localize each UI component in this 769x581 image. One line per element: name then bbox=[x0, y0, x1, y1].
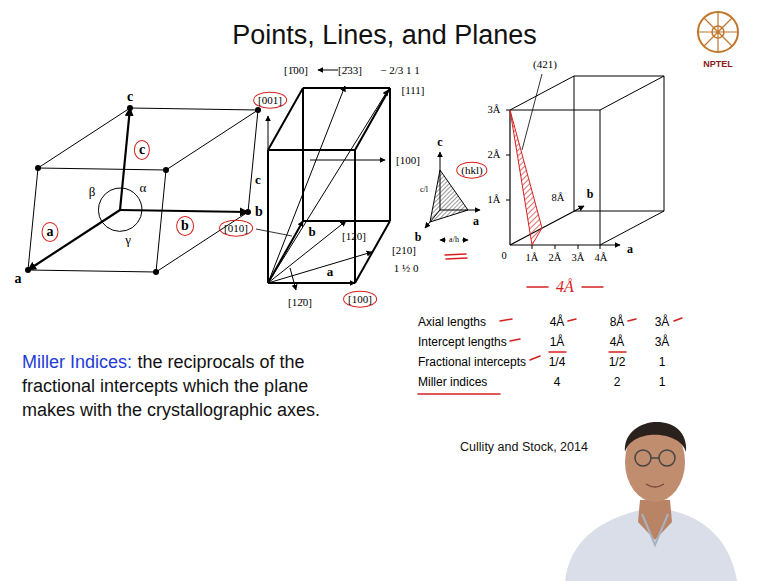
citation: Cullity and Stock, 2014 bbox=[460, 440, 588, 454]
axis-tick-label: 3Å bbox=[488, 104, 501, 116]
unit-cell-figure bbox=[25, 105, 261, 275]
axis-tick-label: 0 bbox=[501, 250, 506, 262]
angle-label: β bbox=[89, 185, 96, 200]
axis-tick-label: 1Å bbox=[526, 252, 539, 264]
direction-index: [100] bbox=[343, 291, 377, 308]
axis-label: c bbox=[255, 173, 261, 188]
table-cell: 3Å bbox=[655, 336, 670, 350]
axis-tick-label: 4Å bbox=[595, 252, 608, 264]
direction-index: [100] bbox=[396, 154, 420, 167]
axis-tick-label: 2Å bbox=[549, 252, 562, 264]
axis-tick-label: 3Å bbox=[572, 252, 585, 264]
table-cell: 1Å bbox=[550, 336, 565, 350]
direction-index: [210] bbox=[392, 244, 416, 257]
table-cell: 3Å bbox=[655, 316, 670, 330]
axis-label: a bbox=[327, 265, 334, 280]
slide-title: Points, Lines, and Planes bbox=[0, 20, 769, 51]
point-coordinates: 1 ½ 0 bbox=[394, 262, 419, 275]
axis-tick-label: 2Å bbox=[488, 149, 501, 161]
angle-label: γ bbox=[125, 233, 131, 248]
axis-label: b bbox=[587, 188, 594, 202]
axis-label: b bbox=[415, 231, 422, 245]
table-row-header: Fractional intercepts bbox=[418, 356, 526, 370]
handwritten-note: 4Å bbox=[556, 278, 574, 296]
angle-label: α bbox=[140, 181, 147, 196]
table-cell: 2 bbox=[614, 376, 621, 390]
table-row-header: Intercept lengths bbox=[418, 336, 507, 350]
axis-tick-label: 8Å bbox=[552, 192, 565, 204]
direction-index: [001] bbox=[253, 92, 287, 109]
direction-index: [111] bbox=[401, 84, 424, 97]
direction-index: [010] bbox=[219, 220, 253, 237]
table-cell: 1 bbox=[659, 376, 666, 390]
table-cell: 4Å bbox=[550, 316, 565, 330]
plane-index: (421) bbox=[533, 58, 557, 71]
table-row-header: Axial lengths bbox=[418, 316, 486, 330]
nptel-logo bbox=[698, 12, 738, 52]
table-cell: 4Å bbox=[610, 336, 625, 350]
point-coordinates: − 2/3 1 1 bbox=[380, 64, 420, 77]
table-row-header: Miller indices bbox=[418, 376, 487, 390]
direction-index: [12̄0] bbox=[288, 296, 312, 309]
axis-label: a bbox=[473, 215, 479, 229]
table-cell: 1 bbox=[659, 356, 666, 370]
axis-label: b bbox=[176, 216, 194, 236]
intercept-label: c/l bbox=[420, 185, 428, 194]
hand-annotations bbox=[418, 254, 682, 394]
axis-label: c bbox=[134, 140, 150, 160]
axis-tick-label: 1Å bbox=[488, 194, 501, 206]
table-cell: 8Å bbox=[610, 316, 625, 330]
presenter-video bbox=[565, 422, 737, 581]
axis-label: b bbox=[308, 225, 315, 240]
axis-label: a bbox=[15, 271, 22, 287]
definition-term: Miller Indices: bbox=[22, 352, 132, 372]
direction-index: [1̄00] bbox=[284, 64, 308, 77]
table-cell: 1/2 bbox=[609, 356, 626, 370]
direction-index: [2̄33] bbox=[338, 64, 362, 77]
axis-label: c bbox=[127, 89, 133, 105]
logo-text: NPTEL bbox=[703, 59, 733, 69]
intercept-label: a/h bbox=[449, 235, 459, 244]
table-cell: 4 bbox=[554, 376, 561, 390]
plane-index: (hkl) bbox=[456, 162, 487, 179]
miller-plane-figure bbox=[506, 74, 664, 249]
axis-label: a bbox=[42, 222, 59, 242]
definition-paragraph: Miller Indices:the reciprocals of the fr… bbox=[22, 350, 357, 422]
axis-label: a bbox=[627, 243, 633, 257]
table-cell: 1/4 bbox=[549, 356, 566, 370]
axis-label: c bbox=[437, 136, 442, 150]
axis-label: b bbox=[255, 204, 263, 220]
direction-index: [120] bbox=[342, 230, 366, 243]
